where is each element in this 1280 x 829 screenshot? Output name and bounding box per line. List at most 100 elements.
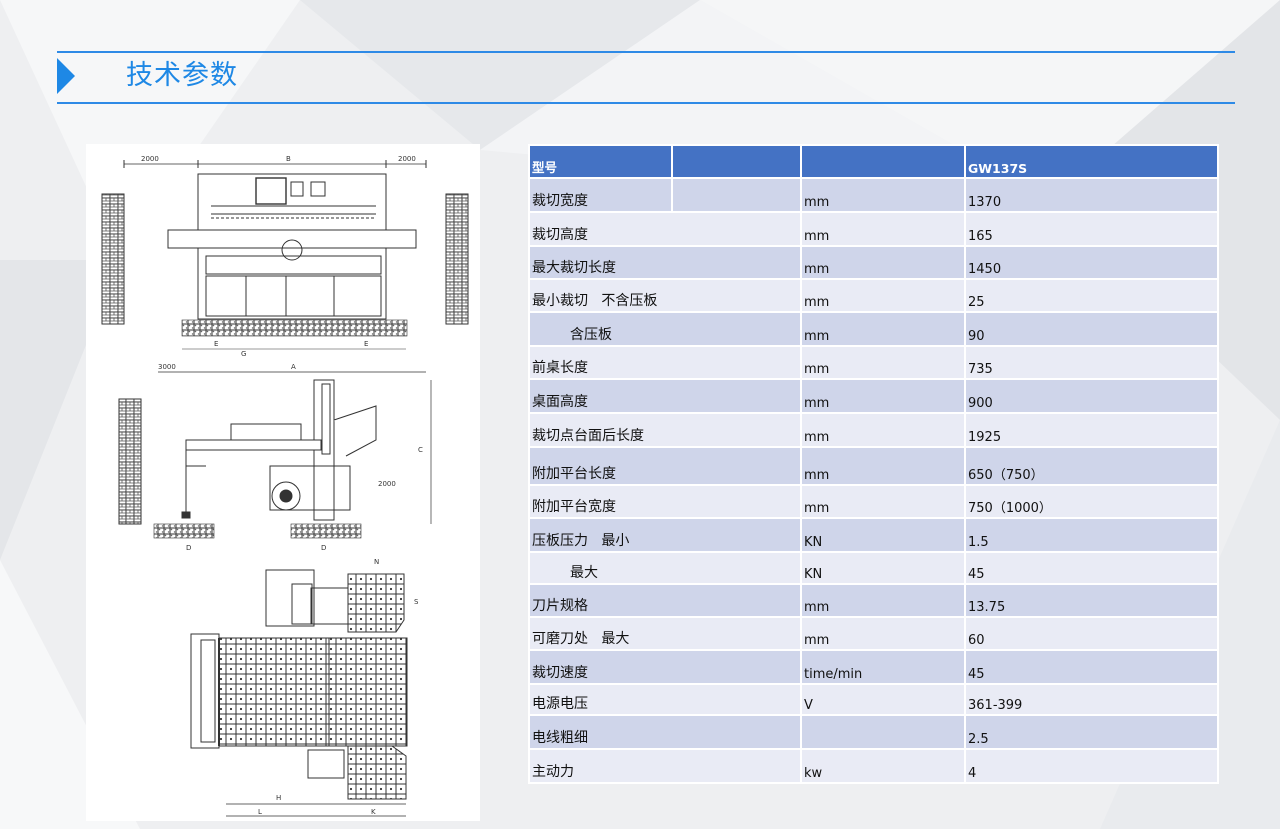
dim-plan-s: S — [414, 598, 419, 606]
spec-value: 165 — [964, 211, 1219, 247]
dim-top-mid: B — [286, 155, 291, 163]
header-triangle-icon — [57, 58, 75, 94]
spec-name: 电源电压 — [528, 683, 802, 716]
dim-side-left: 3000 — [158, 363, 176, 371]
spec-name: 附加平台宽度 — [528, 484, 802, 519]
spec-unit: mm — [800, 311, 966, 347]
spec-name: 最小裁切 不含压板 — [528, 278, 802, 313]
spec-name: 裁切高度 — [528, 211, 802, 247]
spec-value: 90 — [964, 311, 1219, 347]
spec-unit: KN — [800, 551, 966, 585]
spec-name: 刀片规格 — [528, 583, 802, 618]
dim-side-c: C — [418, 446, 423, 454]
spec-unit: mm — [800, 245, 966, 280]
spec-spacer — [671, 177, 802, 213]
spec-name: 裁切点台面后长度 — [528, 412, 802, 448]
spec-name: 最大裁切长度 — [528, 245, 802, 280]
spec-unit: mm — [800, 446, 966, 486]
dim-top-right: 2000 — [398, 155, 416, 163]
spec-value: 900 — [964, 378, 1219, 414]
page-title: 技术参数 — [126, 60, 238, 91]
spec-name: 可磨刀处 最大 — [528, 616, 802, 651]
spec-value: 60 — [964, 616, 1219, 651]
spec-value: 25 — [964, 278, 1219, 313]
dim-plan-h: H — [276, 794, 281, 802]
spec-value: 45 — [964, 649, 1219, 685]
dim-plan-n: N — [374, 558, 379, 566]
dim-side-h: 2000 — [378, 480, 396, 488]
dim-g: G — [241, 350, 246, 358]
spec-name: 压板压力 最小 — [528, 517, 802, 553]
dim-e-left: E — [214, 340, 218, 348]
spec-unit: mm — [800, 484, 966, 519]
dim-plan-l: L — [258, 808, 262, 816]
spec-name: 附加平台长度 — [528, 446, 802, 486]
spec-unit: mm — [800, 278, 966, 313]
header-model-value: GW137S — [964, 144, 1219, 179]
dim-d-right: D — [321, 544, 326, 552]
table-header-row: 型号 GW137S — [528, 144, 1219, 179]
header-rule-bottom — [57, 102, 1235, 104]
spec-name: 桌面高度 — [528, 378, 802, 414]
spec-name: 电线粗细 — [528, 714, 802, 750]
header-blank — [671, 144, 802, 179]
header-unit — [800, 144, 966, 179]
spec-unit: time/min — [800, 649, 966, 685]
header-rule-top — [57, 51, 1235, 53]
dim-e-right: E — [364, 340, 368, 348]
spec-value: 13.75 — [964, 583, 1219, 618]
spec-name: 最大 — [528, 551, 802, 585]
spec-unit: mm — [800, 378, 966, 414]
spec-value: 361-399 — [964, 683, 1219, 716]
front-view: 2000 B 2000 E G E — [101, 155, 469, 358]
spec-value: 45 — [964, 551, 1219, 585]
spec-name: 前桌长度 — [528, 345, 802, 380]
spec-value: 1.5 — [964, 517, 1219, 553]
header-model-label: 型号 — [528, 144, 673, 179]
spec-unit: mm — [800, 616, 966, 651]
spec-value: 750（1000） — [964, 484, 1219, 519]
machine-technical-drawing: 2000 B 2000 E G E — [86, 144, 480, 821]
plan-view: N S H L K — [190, 558, 419, 817]
dim-plan-k: K — [371, 808, 376, 816]
spec-unit — [800, 714, 966, 750]
spec-name: 含压板 — [528, 311, 802, 347]
dim-d-left: D — [186, 544, 191, 552]
spec-unit: kw — [800, 748, 966, 784]
table-row: 电线粗细 2.5 — [528, 714, 1219, 750]
side-view: 3000 A C 2000 D D — [118, 363, 432, 552]
spec-value: 735 — [964, 345, 1219, 380]
spec-value: 1925 — [964, 412, 1219, 448]
spec-name: 裁切速度 — [528, 649, 802, 685]
spec-unit: mm — [800, 211, 966, 247]
dim-side-a: A — [291, 363, 296, 371]
spec-unit: mm — [800, 412, 966, 448]
spec-value: 1370 — [964, 177, 1219, 213]
dim-top-left: 2000 — [141, 155, 159, 163]
spec-unit: mm — [800, 177, 966, 213]
spec-value: 650（750） — [964, 446, 1219, 486]
spec-name: 裁切宽度 — [528, 177, 673, 213]
spec-value: 2.5 — [964, 714, 1219, 750]
spec-value: 4 — [964, 748, 1219, 784]
spec-unit: V — [800, 683, 966, 716]
spec-unit: KN — [800, 517, 966, 553]
spec-unit: mm — [800, 345, 966, 380]
spec-value: 1450 — [964, 245, 1219, 280]
